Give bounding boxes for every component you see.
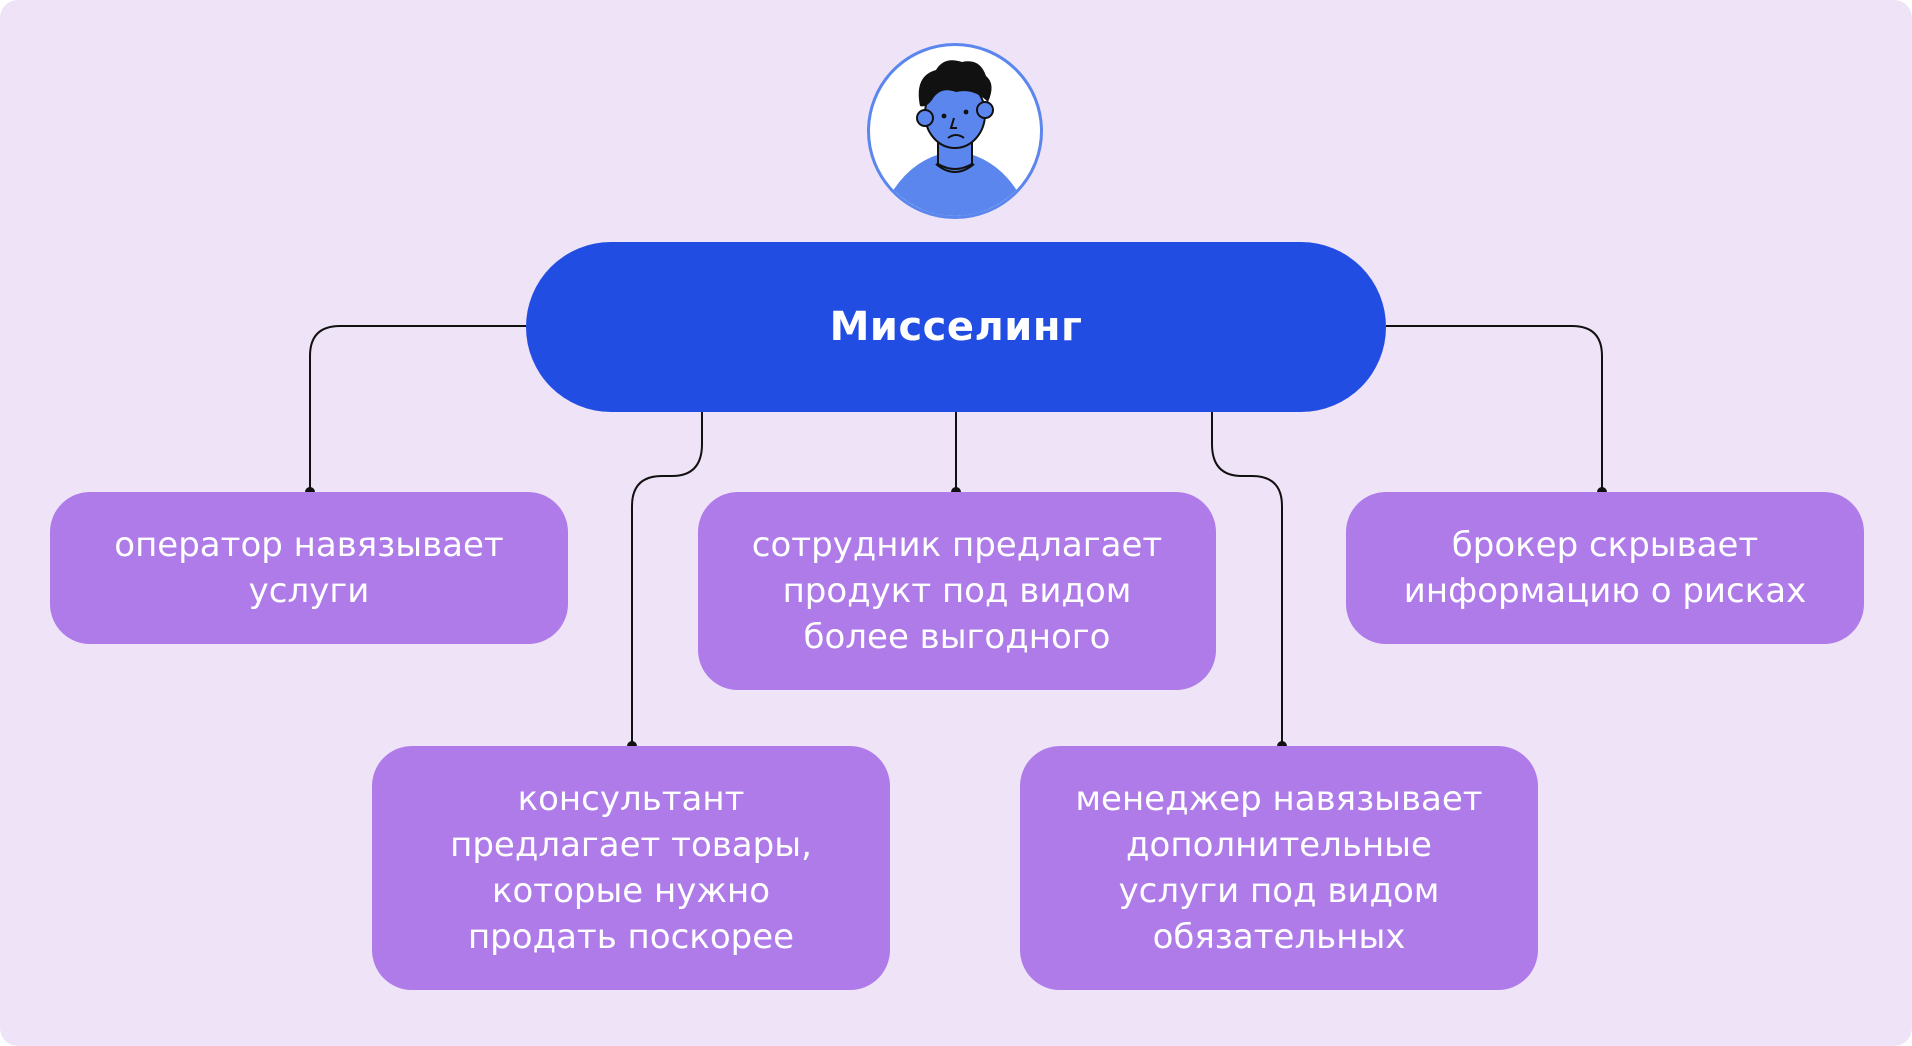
node-manager-label: менеджер навязывает дополнительные услуг… [1075,776,1482,960]
node-employee: сотрудник предлагает продукт под видом б… [698,492,1216,690]
node-broker-label: брокер скрывает информацию о рисках [1404,522,1806,614]
node-broker: брокер скрывает информацию о рисках [1346,492,1864,644]
node-consultant-label: консультант предлагает товары, которые н… [450,776,812,960]
node-operator-label: оператор навязывает услуги [114,522,503,614]
node-employee-label: сотрудник предлагает продукт под видом б… [752,522,1162,660]
node-manager: менеджер навязывает дополнительные услуг… [1020,746,1538,990]
connector-consultant [632,412,702,746]
connector-broker [1386,326,1602,492]
connector-manager [1212,412,1282,746]
node-operator: оператор навязывает услуги [50,492,568,644]
root-node-label: Мисселинг [830,304,1083,350]
connector-operator [310,326,526,492]
node-consultant: консультант предлагает товары, которые н… [372,746,890,990]
root-node-misselling: Мисселинг [526,242,1386,412]
person-avatar-icon [867,43,1043,219]
